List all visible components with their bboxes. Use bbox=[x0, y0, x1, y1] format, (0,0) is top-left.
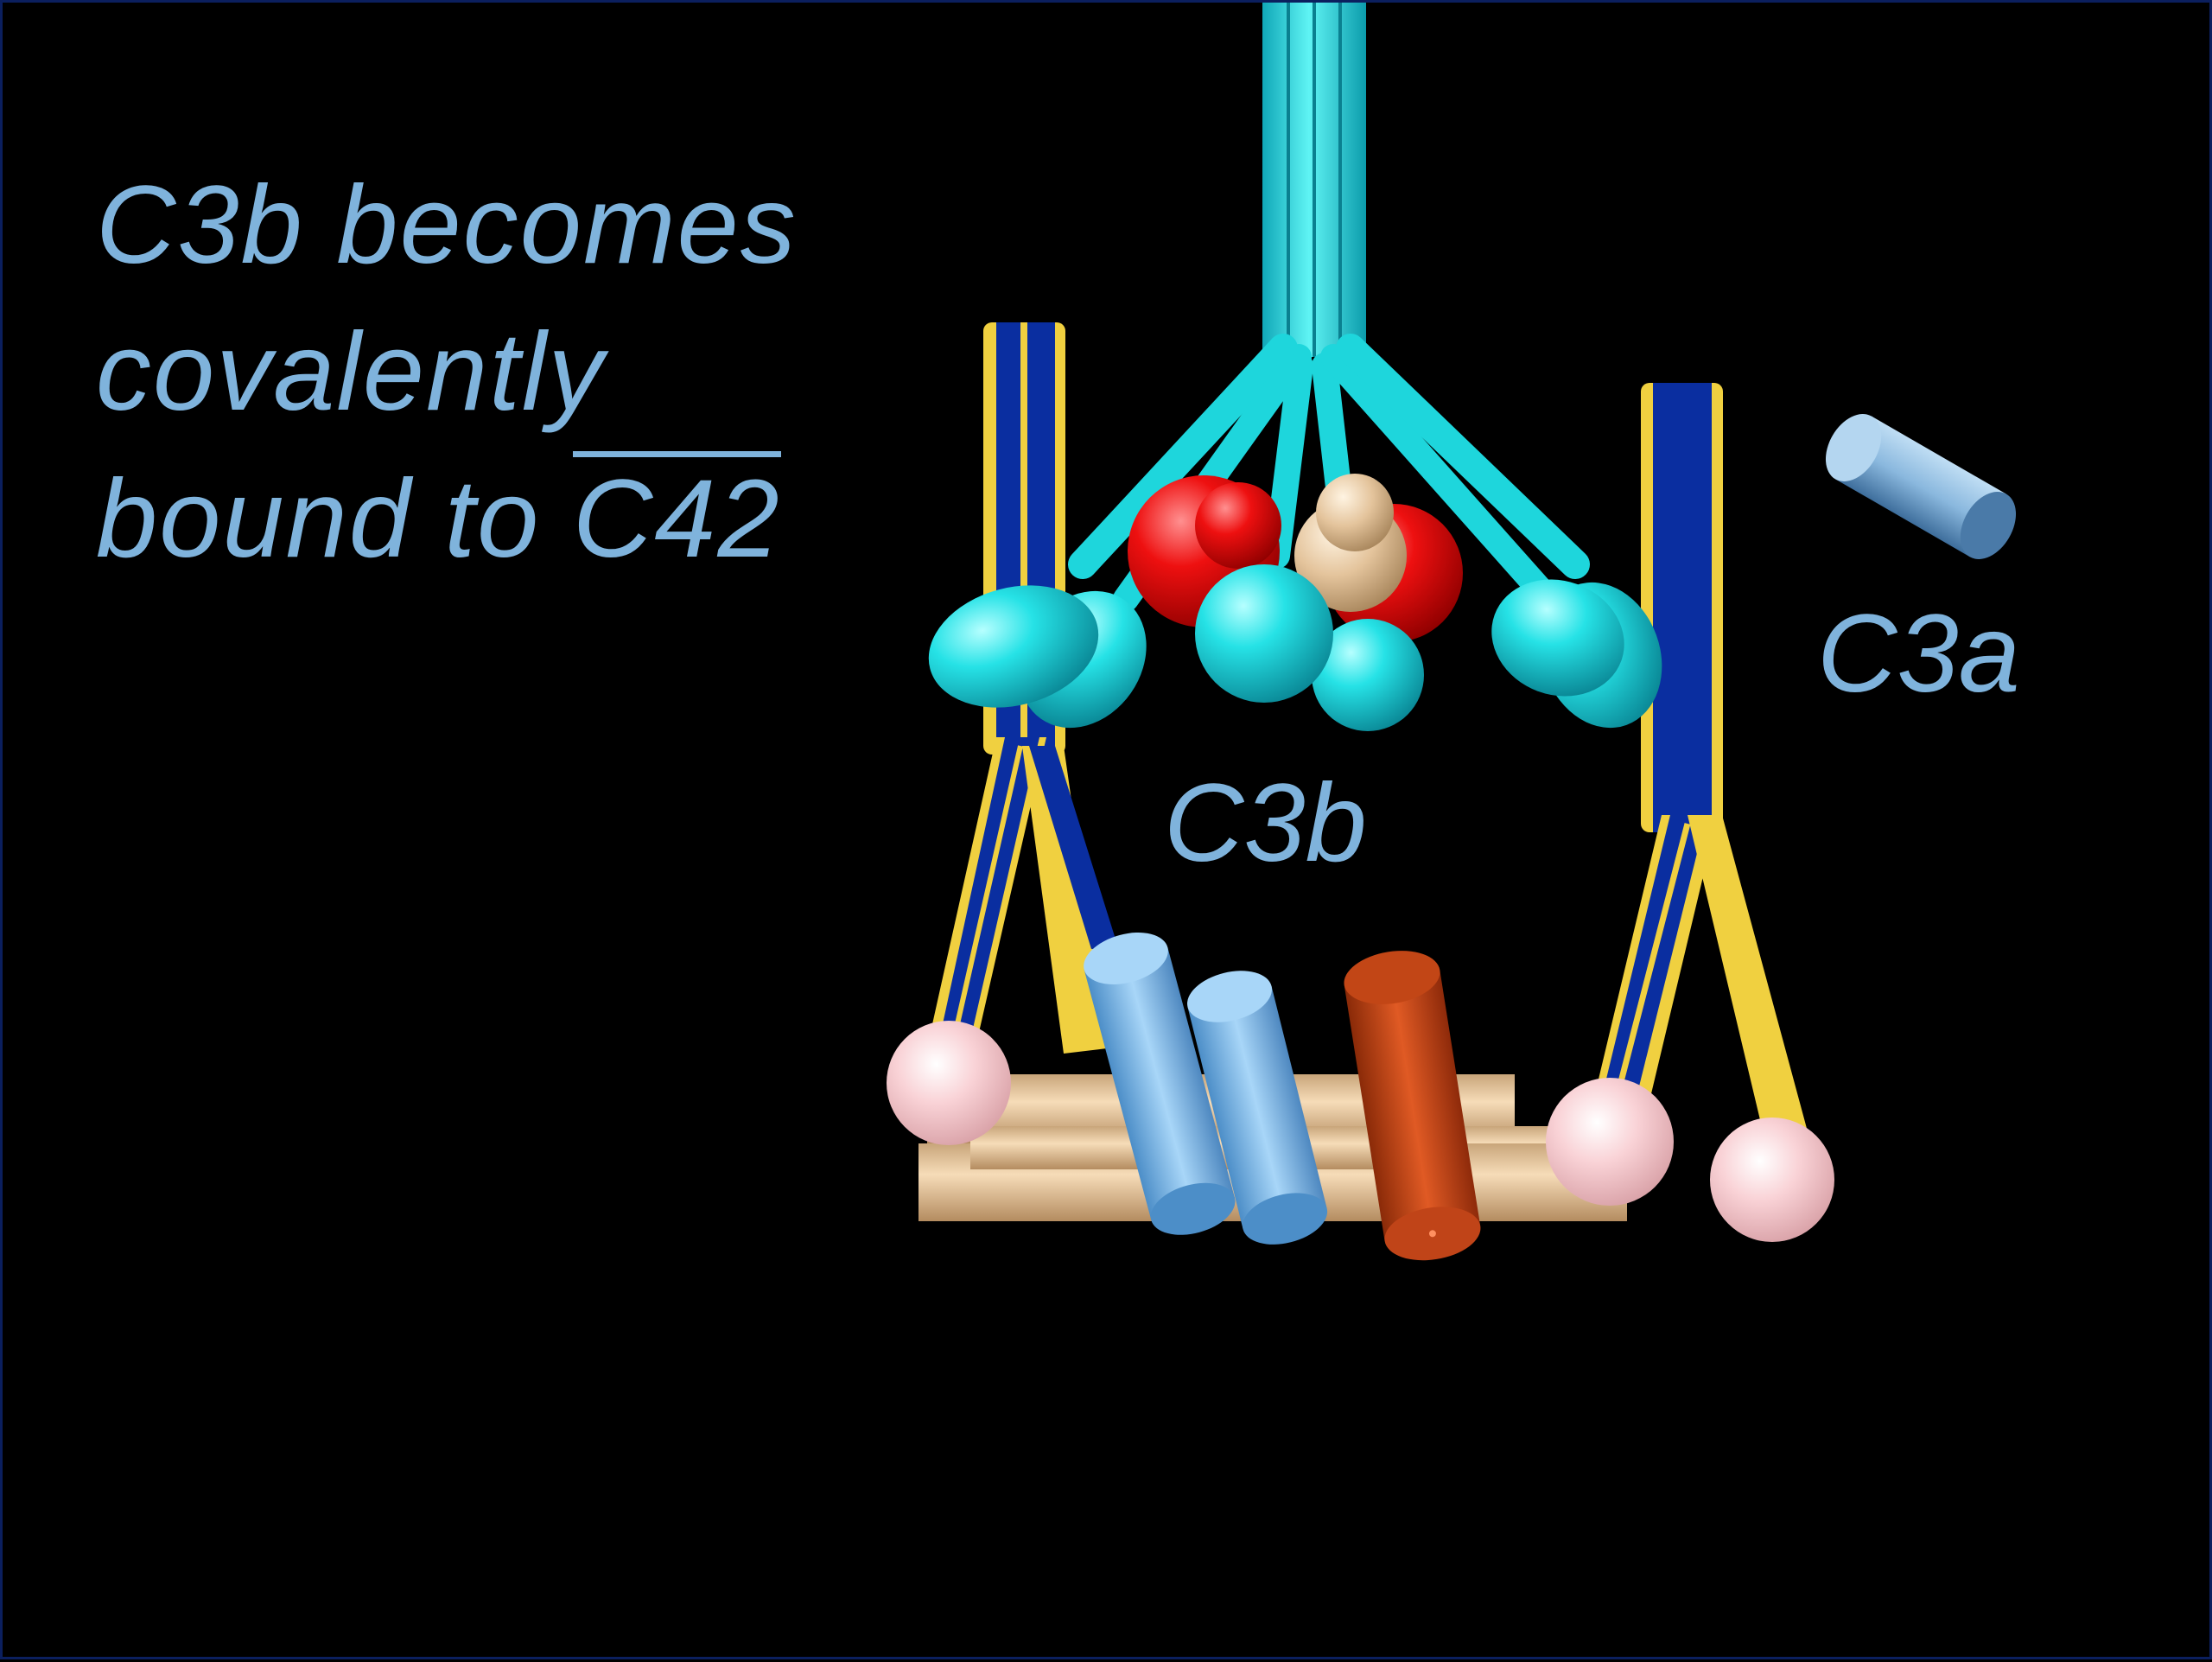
c3b-fragments bbox=[1084, 933, 1328, 1245]
antibody-fab-right bbox=[1491, 579, 1662, 729]
complement-diagram bbox=[887, 3, 2017, 1261]
antibody-arm-left-outer bbox=[1068, 334, 1298, 579]
label-c3b: C3b bbox=[1164, 761, 1367, 885]
caption-line-3-prefix: bound to bbox=[96, 457, 573, 581]
caption-line-1: C3b becomes bbox=[96, 163, 798, 287]
label-c3a: C3a bbox=[1817, 592, 2020, 716]
c1-complex bbox=[1128, 474, 1463, 731]
right-receptor bbox=[1592, 383, 1808, 1142]
antibody-arm-right-inner bbox=[1320, 344, 1554, 603]
receptor-feet bbox=[887, 1021, 1834, 1242]
caption-c42-overbar: C42 bbox=[572, 451, 781, 575]
c3a-fragment bbox=[1825, 414, 2017, 559]
c4-fragment bbox=[1344, 951, 1481, 1261]
caption-line-3: bound to C42 bbox=[96, 451, 781, 575]
antibody-arm-right-outer bbox=[1336, 334, 1590, 579]
caption-line-2: covalently bbox=[96, 310, 606, 434]
antibody-fab-left bbox=[928, 585, 1147, 729]
